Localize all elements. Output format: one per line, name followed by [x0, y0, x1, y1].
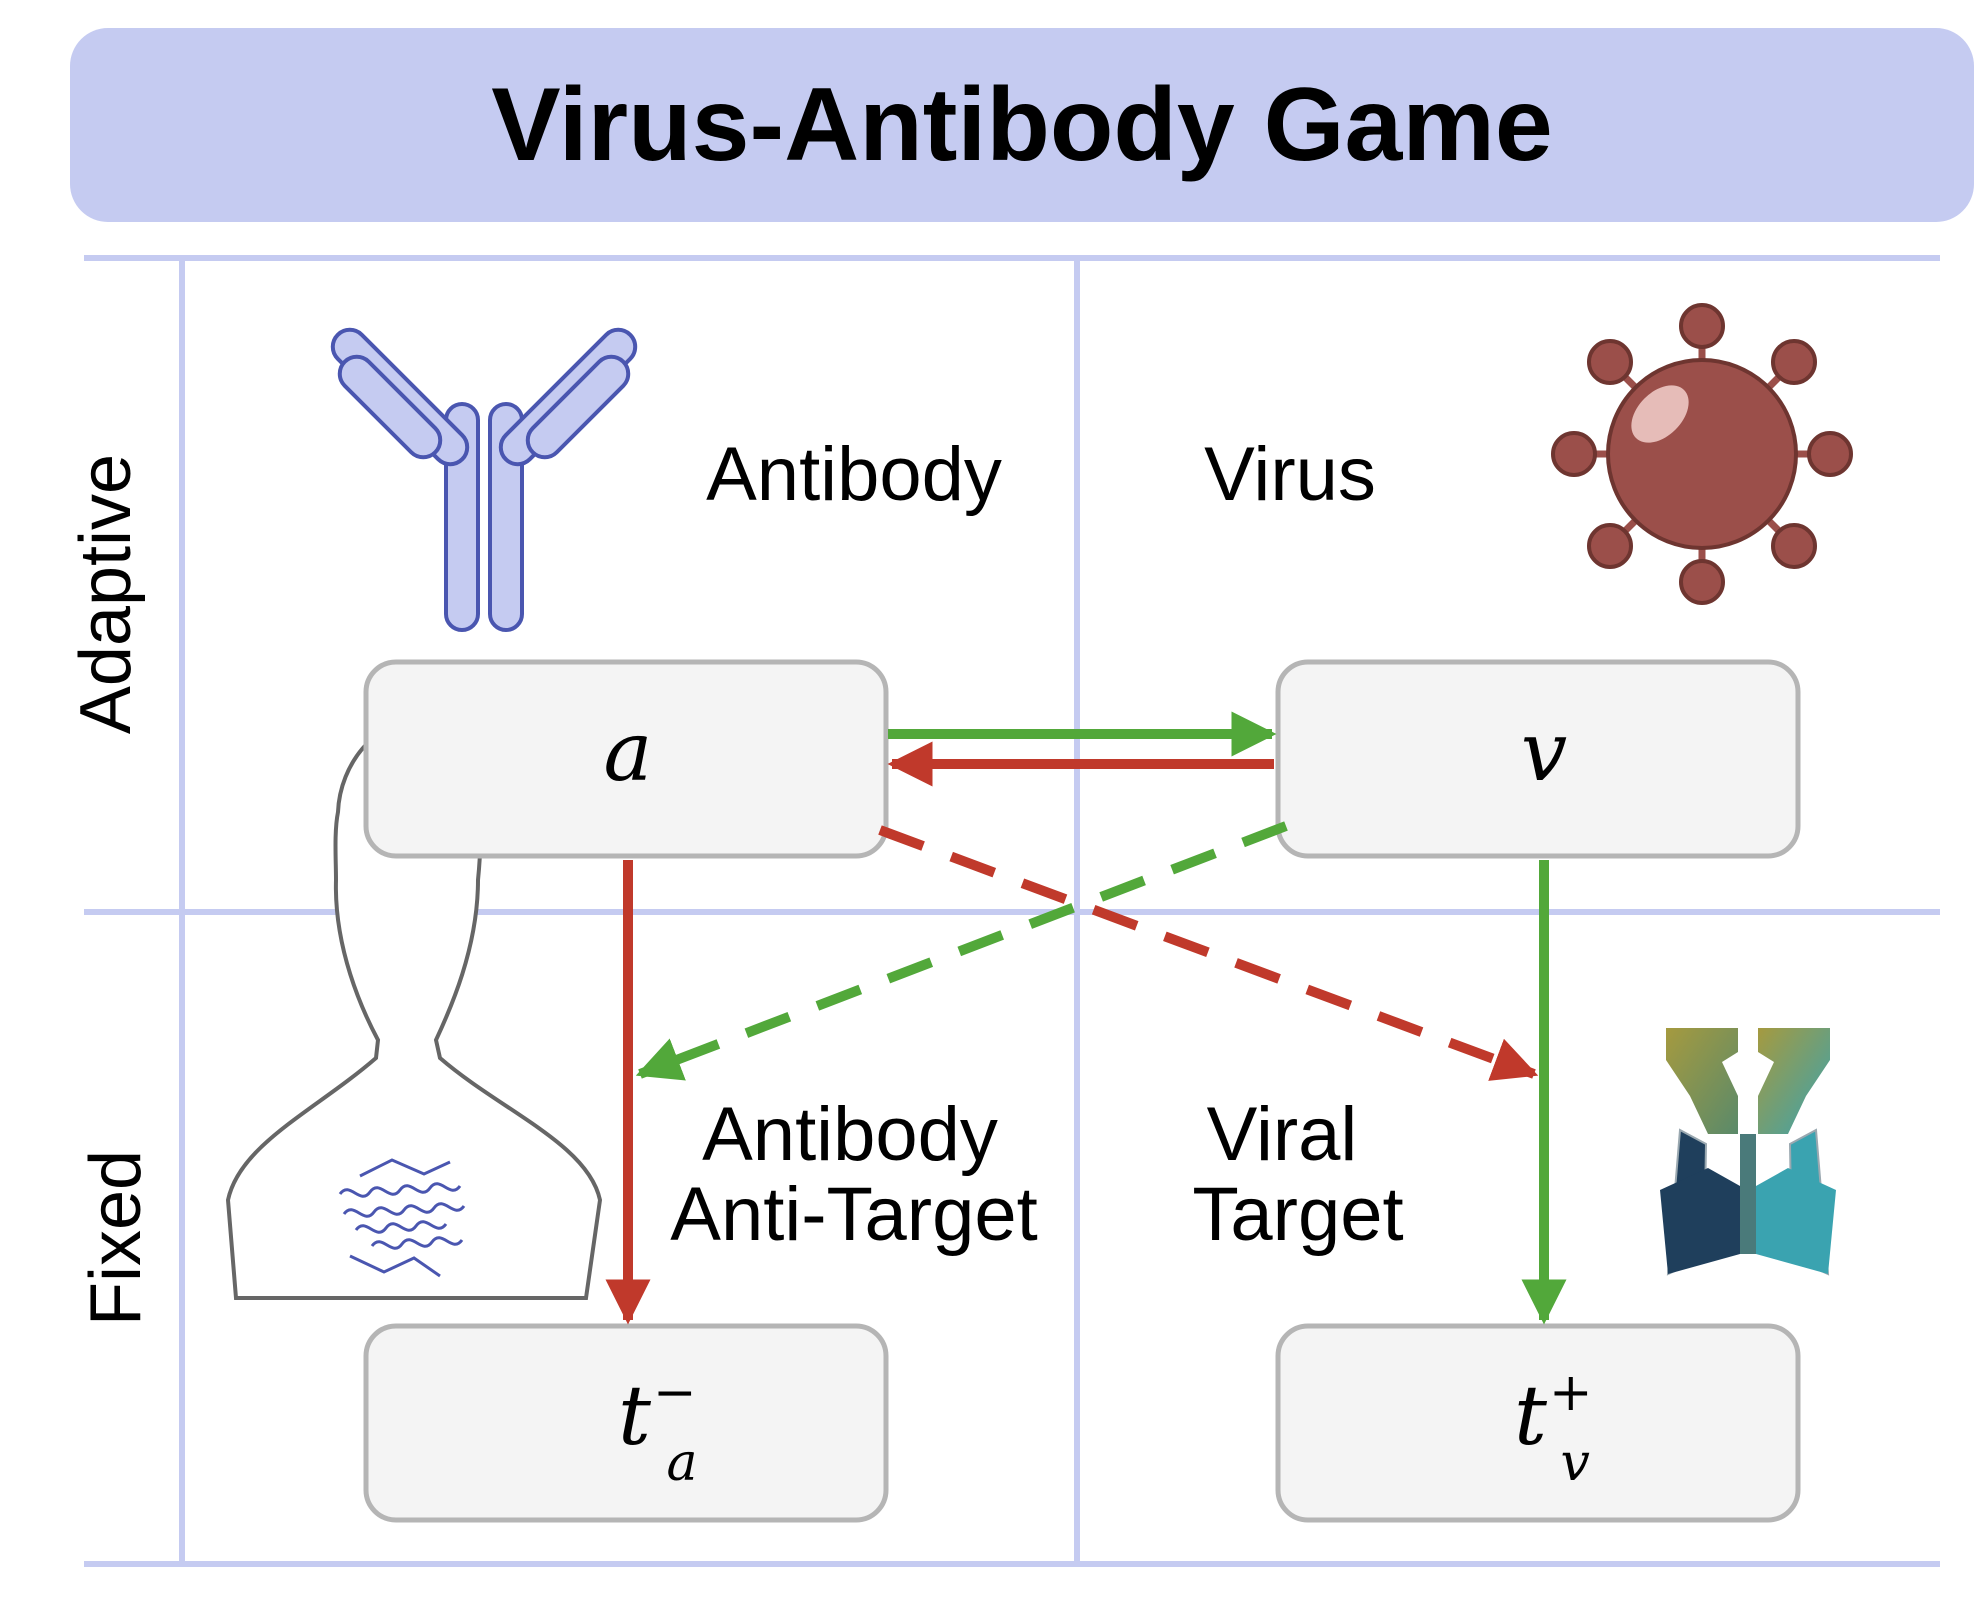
anti-target-label-line1: Antibody [702, 1092, 998, 1177]
node-tv-sup: + [1549, 1363, 1593, 1423]
anti-target-label-line2: Anti-Target [670, 1172, 1038, 1257]
node-ta-label: t− a [618, 1363, 698, 1493]
antibody-icon [330, 327, 638, 632]
edge-v-to-ta-dashed [635, 821, 1288, 1081]
node-v: v [1275, 659, 1801, 859]
viral-target-icon [1660, 1028, 1836, 1276]
node-a-label: a [604, 705, 653, 800]
edge-a-to-tv-dashed [878, 825, 1539, 1081]
node-tv-label: t+ v [1514, 1363, 1593, 1493]
node-a: a [363, 659, 889, 859]
row-label-adaptive: Adaptive [66, 454, 146, 734]
row-label-fixed: Fixed [76, 1150, 156, 1326]
antibody-label: Antibody [706, 432, 1002, 517]
node-ta-sup: − [653, 1363, 697, 1423]
viral-target-label-line2: Target [1192, 1172, 1403, 1257]
viral-target-label-line1: Viral [1207, 1092, 1358, 1177]
node-v-label: v [1521, 705, 1567, 800]
node-ta-sub: a [667, 1433, 698, 1493]
node-tv-sub: v [1561, 1433, 1590, 1493]
diagram-title: Virus-Antibody Game [491, 67, 1552, 183]
node-ta-minus: t− a [363, 1323, 889, 1523]
node-tv-base: t [1514, 1369, 1548, 1464]
virus-label: Virus [1204, 432, 1376, 517]
node-tv-plus: t+ v [1275, 1323, 1801, 1523]
node-ta-base: t [618, 1369, 652, 1464]
title-banner [70, 28, 1974, 222]
virus-icon [1551, 303, 1853, 605]
grid [84, 255, 1940, 1567]
